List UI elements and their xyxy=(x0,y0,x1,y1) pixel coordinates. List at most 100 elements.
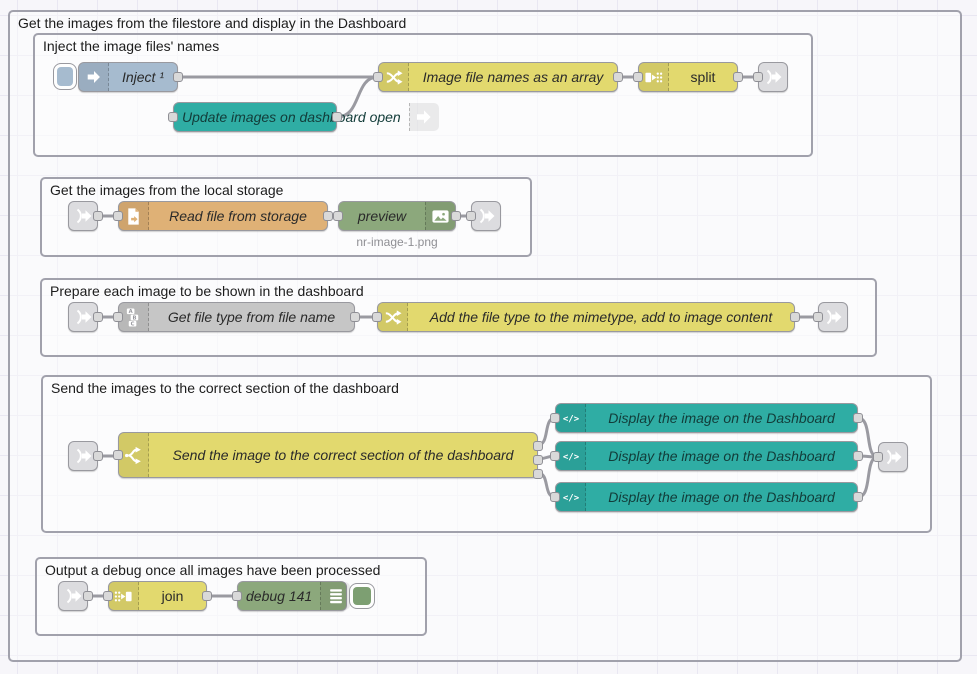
debug-list-icon xyxy=(320,582,351,610)
port-out[interactable] xyxy=(451,211,461,221)
node-change-filenames[interactable]: Image file names as an array xyxy=(373,62,623,92)
port-in[interactable] xyxy=(113,211,123,221)
port-out[interactable] xyxy=(93,211,103,221)
port-in[interactable] xyxy=(873,452,883,462)
node-display-template-2[interactable]: Display the image on the Dashboard xyxy=(550,441,863,471)
port-in[interactable] xyxy=(813,312,823,322)
group-send-title: Send the images to the correct section o… xyxy=(51,380,399,396)
port-out[interactable] xyxy=(93,312,103,322)
port-out-2[interactable] xyxy=(533,455,543,465)
group-inject[interactable]: Inject the image files' names xyxy=(33,33,813,157)
group-outer-title: Get the images from the filestore and di… xyxy=(18,15,407,31)
change-icon xyxy=(379,63,409,91)
port-out[interactable] xyxy=(350,312,360,322)
node-status: nr-image-1.png xyxy=(356,235,438,249)
node-label: Send the image to the correct section of… xyxy=(172,447,514,463)
group-outer[interactable]: Get the images from the filestore and di… xyxy=(8,10,962,662)
file-icon xyxy=(119,202,149,230)
port-out[interactable] xyxy=(83,591,93,601)
wire[interactable] xyxy=(856,455,880,499)
debug-toggle-pad xyxy=(353,587,371,605)
node-change-mimetype[interactable]: Add the file type to the mimetype, add t… xyxy=(372,302,800,332)
node-label: Image file names as an array xyxy=(422,69,604,85)
node-display-template-1[interactable]: Display the image on the Dashboard xyxy=(550,403,863,433)
node-link-out[interactable] xyxy=(813,302,848,332)
port-out[interactable] xyxy=(790,312,800,322)
port-in[interactable] xyxy=(113,450,123,460)
port-in[interactable] xyxy=(168,112,178,122)
port-out[interactable] xyxy=(93,451,103,461)
node-link-out[interactable] xyxy=(753,62,788,92)
inject-button[interactable] xyxy=(53,63,77,90)
port-in[interactable] xyxy=(113,312,123,322)
port-in[interactable] xyxy=(373,72,383,82)
port-in[interactable] xyxy=(753,72,763,82)
port-out[interactable] xyxy=(853,413,863,423)
code-icon xyxy=(556,404,586,432)
node-label: Get file type from file name xyxy=(167,309,336,325)
group-debug-title: Output a debug once all images have been… xyxy=(45,562,381,578)
node-label: join xyxy=(161,588,184,604)
inject-arrow-icon xyxy=(79,63,109,91)
node-label: Display the image on the Dashboard xyxy=(608,489,835,505)
port-in[interactable] xyxy=(333,211,343,221)
node-link-in[interactable] xyxy=(68,441,103,471)
link-out-icon xyxy=(759,67,787,87)
inject-button-pad xyxy=(57,67,73,86)
group-storage-title: Get the images from the local storage xyxy=(50,182,284,198)
abc-icon xyxy=(119,303,149,331)
switch-icon xyxy=(119,433,149,477)
port-out[interactable] xyxy=(853,451,863,461)
port-in[interactable] xyxy=(466,211,476,221)
node-label: Inject ¹ xyxy=(121,69,164,85)
port-in[interactable] xyxy=(232,591,242,601)
port-out-3[interactable] xyxy=(533,469,543,479)
node-split[interactable]: split xyxy=(633,62,743,92)
arrow-right-icon xyxy=(408,103,439,131)
port-out[interactable] xyxy=(613,72,623,82)
node-join[interactable]: join xyxy=(103,581,212,611)
port-in[interactable] xyxy=(550,413,560,423)
port-out[interactable] xyxy=(332,112,342,122)
node-display-template-3[interactable]: Display the image on the Dashboard xyxy=(550,482,863,512)
code-icon xyxy=(556,483,586,511)
port-out[interactable] xyxy=(323,211,333,221)
node-debug[interactable]: debug 141 xyxy=(232,581,351,611)
node-update-images-button[interactable]: Update images on dashboard open xyxy=(168,102,439,132)
node-label: debug 141 xyxy=(246,588,313,604)
node-label: preview xyxy=(357,208,407,224)
node-link-out[interactable] xyxy=(466,201,501,231)
node-get-file-type[interactable]: Get file type from file name xyxy=(113,302,360,332)
node-label: Add the file type to the mimetype, add t… xyxy=(429,309,773,325)
node-label: Display the image on the Dashboard xyxy=(608,448,835,464)
node-label: Update images on dashboard open xyxy=(182,109,401,125)
port-in[interactable] xyxy=(633,72,643,82)
image-icon xyxy=(425,202,455,230)
port-out[interactable] xyxy=(853,492,863,502)
port-out[interactable] xyxy=(202,591,212,601)
port-in[interactable] xyxy=(550,492,560,502)
link-out-icon xyxy=(879,447,907,467)
join-icon xyxy=(109,582,139,610)
node-label: Read file from storage xyxy=(169,208,307,224)
split-icon xyxy=(639,63,669,91)
node-inject[interactable]: Inject ¹ xyxy=(78,62,183,92)
node-switch-send[interactable]: Send the image to the correct section of… xyxy=(113,432,543,479)
port-in[interactable] xyxy=(372,312,382,322)
wire[interactable] xyxy=(335,75,380,119)
node-label: split xyxy=(690,69,716,85)
node-link-in[interactable] xyxy=(68,201,103,231)
node-preview[interactable]: preview xyxy=(333,201,461,231)
port-out-1[interactable] xyxy=(533,441,543,451)
code-icon xyxy=(556,442,586,470)
node-read-file[interactable]: Read file from storage xyxy=(113,201,333,231)
node-link-in[interactable] xyxy=(68,302,103,332)
port-in[interactable] xyxy=(550,451,560,461)
node-link-in[interactable] xyxy=(58,581,93,611)
port-out[interactable] xyxy=(733,72,743,82)
node-link-out[interactable] xyxy=(873,442,908,472)
port-in[interactable] xyxy=(103,591,113,601)
port-out[interactable] xyxy=(173,72,183,82)
debug-toggle-button[interactable] xyxy=(349,583,375,609)
